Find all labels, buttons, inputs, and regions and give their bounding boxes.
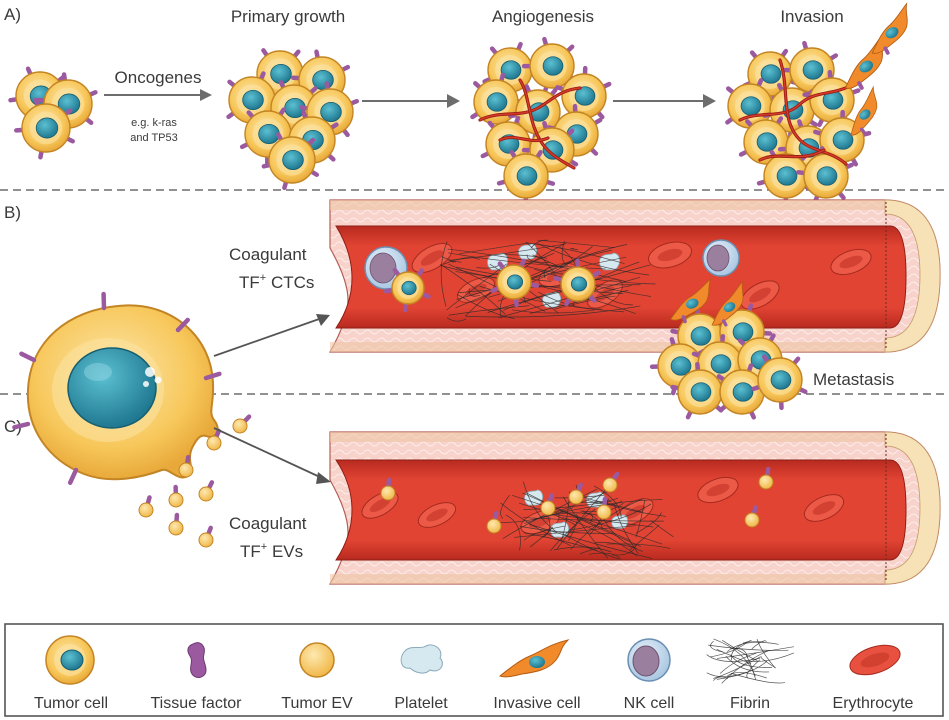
oncogenes-label: Oncogenes: [115, 68, 202, 87]
ctcs-label-line2: TF+ CTCs: [239, 272, 314, 292]
oncogenes-example-2: and TP53: [130, 132, 178, 144]
legend-tissue-factor-icon: [187, 642, 207, 678]
legend-nk-cell-icon: [627, 638, 671, 682]
arrow-to-ctcs: [213, 317, 323, 357]
angiogenesis-cluster: [470, 36, 612, 207]
shed-extracellular-vesicles: [138, 414, 252, 548]
legend-label-tumor-ev: Tumor EV: [281, 695, 353, 712]
oncogenes-example-1: e.g. k-ras: [131, 117, 177, 129]
legend-tumor-cell-icon: [45, 635, 95, 685]
stage-invasion: Invasion: [780, 7, 843, 26]
vessel-c-contents: [361, 466, 845, 560]
panel-label-b: B): [4, 203, 21, 222]
arrow-oncogenes-head: [200, 89, 212, 101]
large-cell-tissue-factors: [12, 291, 222, 485]
ctcs-label-line1: Coagulant: [229, 245, 307, 264]
legend-tumor-ev-icon: [299, 642, 335, 678]
initial-tumor-cells: [8, 66, 98, 160]
stage-primary-growth: Primary growth: [231, 7, 345, 26]
legend-label-fibrin: Fibrin: [730, 695, 770, 712]
arrow-to-evs: [213, 427, 323, 479]
legend-invasive-cell-icon: [498, 639, 570, 678]
metastasis-label: Metastasis: [813, 370, 894, 389]
legend-label-nk-cell: NK cell: [624, 695, 675, 712]
primary-growth-cluster: [226, 48, 360, 191]
legend-label-tumor-cell: Tumor cell: [34, 695, 108, 712]
stage-angiogenesis: Angiogenesis: [492, 7, 594, 26]
vessel-b-contents: [364, 239, 872, 322]
evs-label-line2: TF+ EVs: [240, 541, 303, 561]
invasion-cluster: [725, 2, 908, 207]
legend-label-erythrocyte: Erythrocyte: [833, 695, 914, 712]
legend-box: [4, 623, 944, 717]
legend-platelet-icon: [400, 644, 443, 674]
panel-label-a: A): [4, 5, 21, 24]
blood-vessel-b: [328, 199, 941, 353]
legend-label-invasive-cell: Invasive cell: [493, 695, 580, 712]
legend-label-platelet: Platelet: [394, 695, 448, 712]
evs-label-line1: Coagulant: [229, 514, 307, 533]
legend-fibrin-icon: [706, 638, 795, 684]
legend-erythrocyte-icon: [849, 644, 901, 676]
metastasis-cluster: [649, 277, 808, 420]
legend-label-tissue-factor: Tissue factor: [151, 695, 243, 712]
large-tumor-cell: [26, 304, 219, 481]
